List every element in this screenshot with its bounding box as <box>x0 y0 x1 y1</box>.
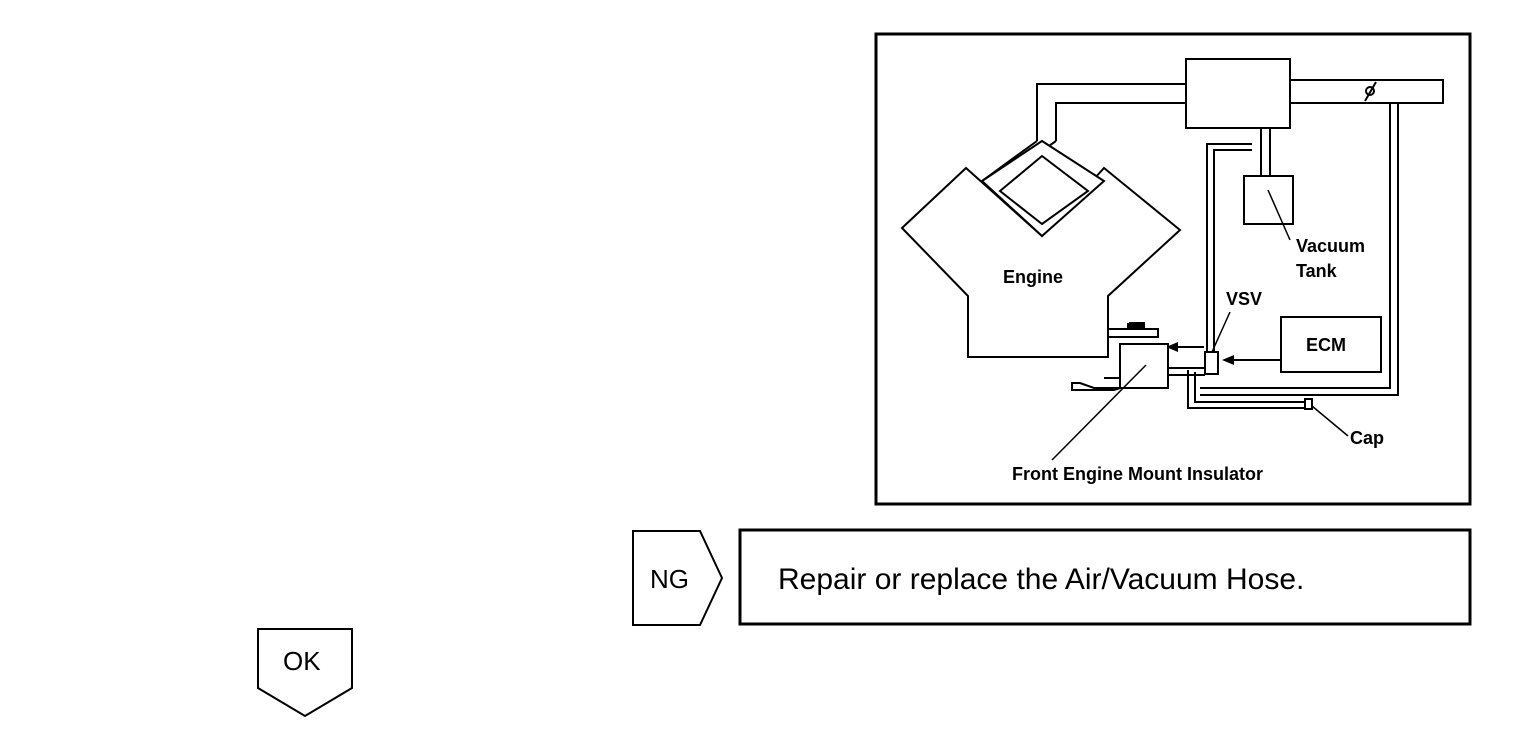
cap-label: Cap <box>1350 428 1384 448</box>
intake-pipe <box>1036 79 1444 141</box>
ng-action-box: Repair or replace the Air/Vacuum Hose. <box>738 528 1472 626</box>
ok-tag: OK <box>257 628 353 718</box>
vacuum-hose-to-vsv <box>1206 143 1252 355</box>
vsv-leader <box>1211 311 1231 353</box>
vsv-label: VSV <box>1226 289 1262 309</box>
engine-head <box>980 139 1106 238</box>
throttle-valve-icon <box>1364 81 1377 102</box>
intake-chamber <box>1185 58 1291 129</box>
vsv-valve <box>1204 351 1219 375</box>
hose-cap <box>1304 398 1313 410</box>
vacuum-tank-leader <box>1267 189 1291 241</box>
vacuum-hose-to-tank <box>1260 128 1271 176</box>
ng-tag: NG <box>632 530 724 626</box>
ng-label: NG <box>650 564 689 594</box>
ecm-label: ECM <box>1306 335 1346 355</box>
vsv-to-mount-hose <box>1168 367 1205 376</box>
vacuum-tank-label-line2: Tank <box>1296 261 1338 281</box>
mount-leader <box>1051 364 1147 461</box>
engine-label: Engine <box>1003 267 1063 287</box>
cap-hose <box>1187 370 1305 409</box>
vacuum-system-diagram: Engine Vacuum Tank VSV ECM Cap Front Eng… <box>874 32 1472 506</box>
ecm-box <box>1280 316 1382 373</box>
ng-action-text: Repair or replace the Air/Vacuum Hose. <box>778 563 1304 596</box>
vacuum-tank-label-line1: Vacuum <box>1296 236 1365 256</box>
vacuum-hose-return <box>1200 103 1399 396</box>
vsv-to-mount-arrow-icon <box>1166 342 1178 352</box>
cap-leader <box>1311 405 1349 437</box>
front-engine-mount-insulator-label: Front Engine Mount Insulator <box>1012 464 1263 484</box>
ecm-signal-arrow-icon <box>1222 355 1234 365</box>
engine-head-inner <box>998 154 1090 226</box>
ok-label: OK <box>283 646 321 676</box>
vacuum-tank <box>1243 175 1294 225</box>
diagram-frame <box>874 32 1472 506</box>
